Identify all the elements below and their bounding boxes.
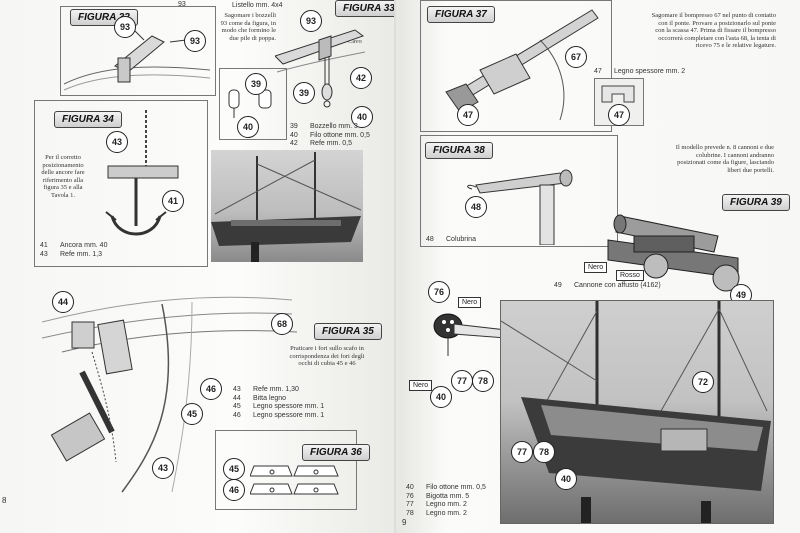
cannon-note: Il modello prevede n. 8 cannoni e due co… [675,144,774,174]
fig33-inset [219,68,287,140]
fig33-note: Sagomare i bozzelli 93 come da figura, i… [220,12,276,42]
photo-callout-40: 40 [555,468,577,490]
fig38-callout-48: 48 [465,196,487,218]
fig34-drawing [105,110,179,236]
fig33-callout-39: 39 [293,82,315,104]
fig39-label: FIGURA 39 [722,194,790,211]
detail-tag-nero-top: Nero [458,297,482,308]
detail-callout-77: 77 [451,370,473,392]
fig32-callout-93a: 93 [114,16,136,38]
fig35-label: FIGURA 35 [314,323,382,340]
detail-drawing [433,313,507,356]
ship-photo-left [211,150,363,262]
detail-tag-nero-bottom: Nero [409,380,433,391]
ship-photo-left-drawing [211,152,362,262]
fig36-panel [215,430,357,510]
fig33-drawing [275,29,366,108]
fig37-callout-67: 67 [565,46,587,68]
fig35-callout-43: 43 [152,457,174,479]
detail-callout-40: 40 [430,386,452,408]
photo-callout-78: 78 [533,441,555,463]
left-page: 93 Listello mm. 4x4 FIGURA 32 93 93 FIGU… [0,0,403,533]
fig35-drawing [42,296,298,493]
fig35-callout-46: 46 [200,378,222,400]
fig33-inset-callout-39: 39 [245,73,267,95]
fig37-note: Sagomare il bompresso 67 nel punto di co… [651,12,776,49]
detail-callout-76: 76 [428,281,450,303]
fig33-inset-callout-40: 40 [237,116,259,138]
fig39-tag-rosso: Rosso [616,270,644,281]
right-page: FIGURA 37 67 47 Sagomare il bompresso 67… [398,0,800,533]
fig33-callout-40: 40 [351,106,373,128]
fig35-callout-68: 68 [271,313,293,335]
fig34-label: FIGURA 34 [54,111,122,128]
fig36-callout-46: 46 [223,479,245,501]
fig38-label: FIGURA 38 [425,142,493,159]
fig32-drawing [63,27,211,91]
fig36-drawing [250,465,339,495]
top-part-num: 93 [178,1,186,8]
fig35-callout-44: 44 [52,291,74,313]
fig37-inset-drawing [601,85,635,103]
fig35-note: Praticare i fori sullo scafo in corrispo… [289,345,365,367]
fig38-panel [420,135,618,247]
photo-callout-77: 77 [511,441,533,463]
left-page-number: 8 [2,496,7,505]
fig37-label: FIGURA 37 [427,6,495,23]
top-part-text: Listello mm. 4x4 [232,2,283,9]
fig36-label: FIGURA 36 [302,444,370,461]
fig36-callout-45: 45 [223,458,245,480]
fig37-drawing [445,9,599,121]
fig34-note: Per il corretto posizionamento delle anc… [41,154,85,199]
fig34-callout-41: 41 [162,190,184,212]
ship-photo-right [500,300,774,524]
fig37-callout-47a: 47 [457,104,479,126]
right-page-number: 9 [402,518,407,527]
fig33-label: FIGURA 33 [335,0,403,17]
fig34-callout-43: 43 [106,131,128,153]
fig32-panel [60,6,216,96]
fig37-callout-47b: 47 [608,104,630,126]
fig35-callout-45: 45 [181,403,203,425]
fig34-panel [34,100,208,267]
fig37-panel [420,0,612,132]
fig39-tag-nero: Nero [584,262,608,273]
fig39-drawing [607,214,740,292]
fig33-inset-drawing [228,89,272,118]
fig38-drawing [467,169,573,245]
fig33-cord-label: Cavo [348,38,362,45]
detail-callout-78: 78 [472,370,494,392]
fig32-callout-93b: 93 [184,30,206,52]
photo-callout-72: 72 [692,371,714,393]
ship-photo-right-drawing [501,301,771,523]
fig33-callout-93: 93 [300,10,322,32]
fig33-callout-42: 42 [350,67,372,89]
